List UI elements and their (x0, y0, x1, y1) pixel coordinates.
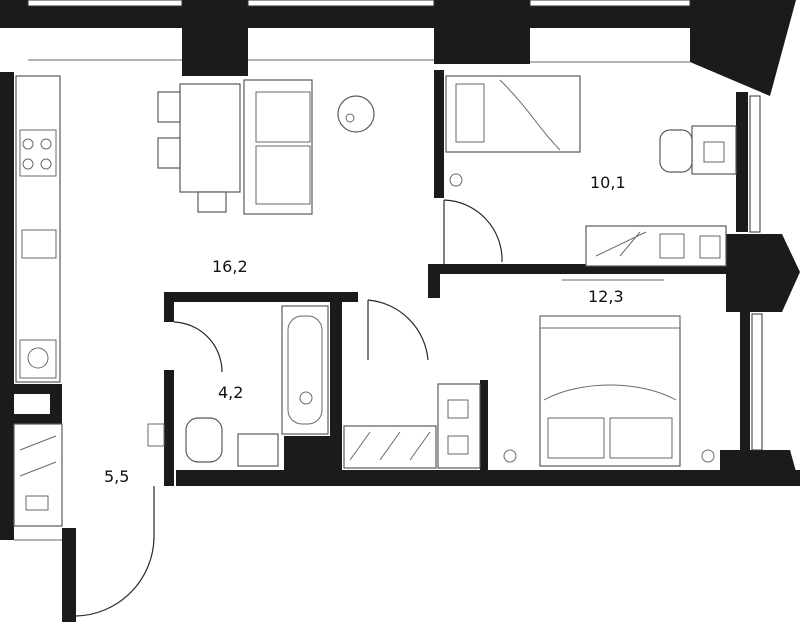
room-area-bathroom: 4,2 (218, 383, 243, 402)
nightstand-left (503, 449, 517, 463)
bathtub (281, 305, 329, 435)
double-bed (539, 315, 681, 467)
kitchen-counter (15, 75, 61, 383)
doors (75, 199, 503, 617)
side-table (337, 95, 375, 133)
room-area-bedroom-main: 12,3 (588, 287, 624, 306)
single-bed (445, 75, 581, 153)
toilet (185, 417, 223, 463)
hall-wardrobe (343, 383, 481, 469)
wardrobe-small (585, 225, 727, 267)
room-area-hallway: 5,5 (104, 467, 129, 486)
sofa (243, 79, 313, 215)
windows (14, 0, 763, 541)
room-area-bedroom-small: 10,1 (590, 173, 626, 192)
dining-set (157, 83, 241, 213)
plant (449, 173, 463, 187)
desk (659, 125, 737, 175)
boiler (147, 423, 165, 447)
room-area-living: 16,2 (212, 257, 248, 276)
nightstand-right (701, 449, 715, 463)
sink (237, 433, 279, 467)
entry-wardrobe (13, 423, 63, 527)
